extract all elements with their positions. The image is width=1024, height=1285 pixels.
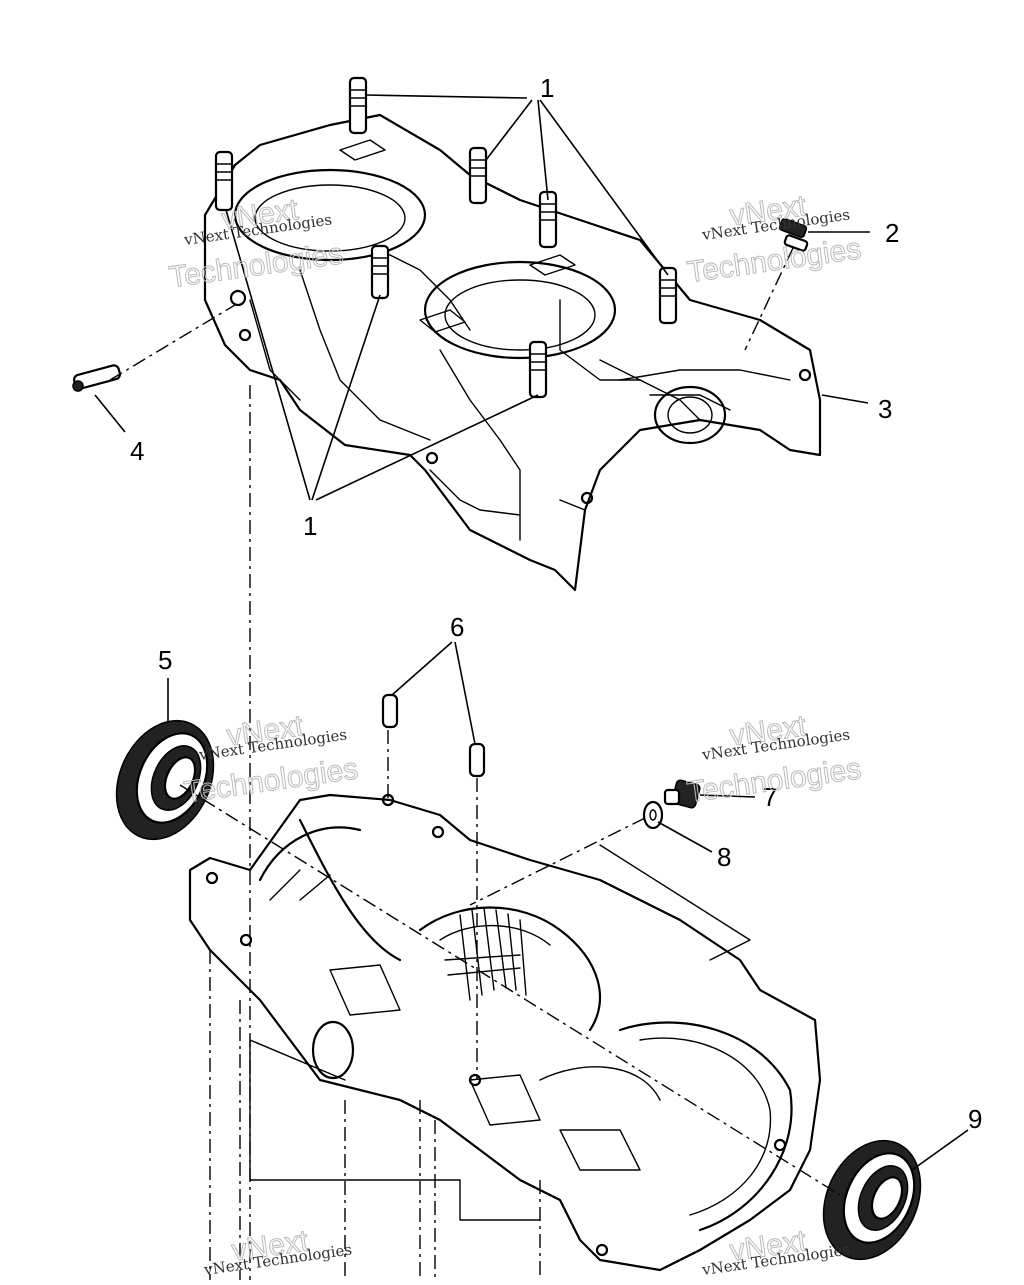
watermark-mid-right: vNext vNext Technologies Technologies: [685, 709, 864, 810]
watermark-bottom-left: vNext vNext Technologies: [202, 1224, 353, 1279]
dowel-pins: [381, 693, 486, 778]
callout-1-bottom: 1: [303, 511, 317, 541]
upper-crankcase: [203, 113, 822, 592]
callout-2: 2: [885, 218, 899, 248]
callout-3: 3: [878, 394, 892, 424]
watermark-top-right: vNext vNext Technologies Technologies: [685, 189, 864, 290]
callout-labels: 1 1 2 3 4 5 6 7 8 9: [130, 73, 982, 1134]
leader-lines: [94, 94, 969, 1171]
drain-plug-and-washer: [642, 779, 701, 830]
callout-1-top: 1: [540, 73, 554, 103]
cylinder-studs: [214, 76, 678, 399]
callout-6: 6: [450, 612, 464, 642]
watermark-mid-left: vNext vNext Technologies Technologies: [182, 709, 361, 810]
oil-seal-right: [822, 1139, 922, 1261]
assembly-lines: [109, 247, 841, 1280]
part-2-fitting: [778, 218, 809, 252]
callout-7: 7: [763, 782, 777, 812]
part-4-pin: [72, 364, 122, 392]
oil-seal-left: [115, 719, 215, 841]
callout-8: 8: [717, 842, 731, 872]
callout-9: 9: [968, 1104, 982, 1134]
callout-4: 4: [130, 436, 144, 466]
callout-5: 5: [158, 645, 172, 675]
